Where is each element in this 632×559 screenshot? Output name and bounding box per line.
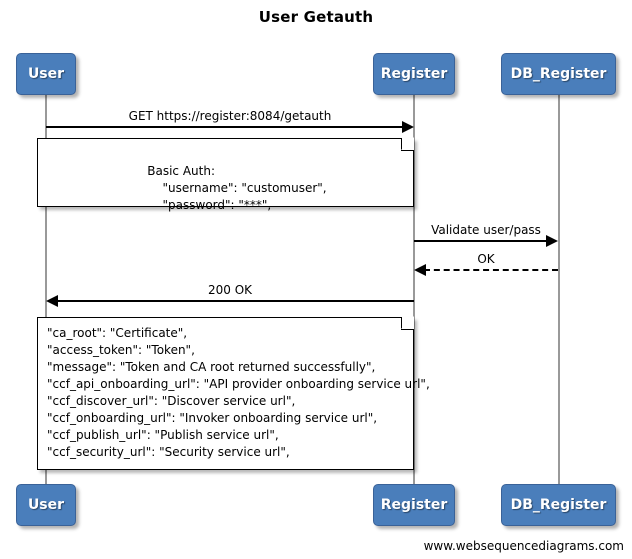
actor-db-register-bottom[interactable]: DB_Register	[501, 484, 616, 526]
lifeline-register	[413, 95, 415, 490]
message-line-validate	[414, 240, 548, 242]
message-line-get-getauth	[46, 126, 404, 128]
lifeline-db-register	[558, 95, 560, 490]
arrow-head-200-ok	[46, 295, 58, 307]
message-label-get-getauth: GET https://register:8084/getauth	[128, 109, 332, 123]
note-response-payload-text: "ca_root": "Certificate", "access_token"…	[47, 326, 430, 459]
actor-label: DB_Register	[510, 497, 607, 513]
footer-watermark: www.websequencediagrams.com	[423, 539, 624, 553]
message-label-200-ok: 200 OK	[207, 283, 253, 297]
actor-register-bottom[interactable]: Register	[373, 484, 455, 526]
actor-label: User	[27, 497, 65, 513]
message-line-ok	[424, 269, 558, 271]
page-title: User Getauth	[258, 8, 374, 26]
arrow-head-ok	[414, 264, 426, 276]
actor-label: Register	[380, 66, 448, 82]
arrow-head-validate	[546, 235, 558, 247]
note-basic-auth: Basic Auth: "username": "customuser", "p…	[37, 137, 414, 212]
actor-label: User	[27, 66, 65, 82]
actor-register-top[interactable]: Register	[373, 53, 455, 95]
note-fold-corner-icon	[401, 316, 414, 330]
actor-label: DB_Register	[510, 66, 607, 82]
actor-label: Register	[380, 497, 448, 513]
actor-db-register-top[interactable]: DB_Register	[501, 53, 616, 95]
lifeline-user	[45, 95, 47, 490]
message-label-ok: OK	[477, 252, 495, 266]
message-label-validate: Validate user/pass	[431, 223, 541, 237]
note-basic-auth-text: Basic Auth: "username": "customuser", "p…	[147, 164, 327, 212]
message-line-200-ok	[56, 300, 414, 302]
arrow-head-get-getauth	[402, 121, 414, 133]
note-fold-corner-icon	[401, 137, 414, 151]
note-response-payload: "ca_root": "Certificate", "access_token"…	[37, 316, 430, 470]
actor-user-bottom[interactable]: User	[16, 484, 76, 526]
actor-user-top[interactable]: User	[16, 53, 76, 95]
